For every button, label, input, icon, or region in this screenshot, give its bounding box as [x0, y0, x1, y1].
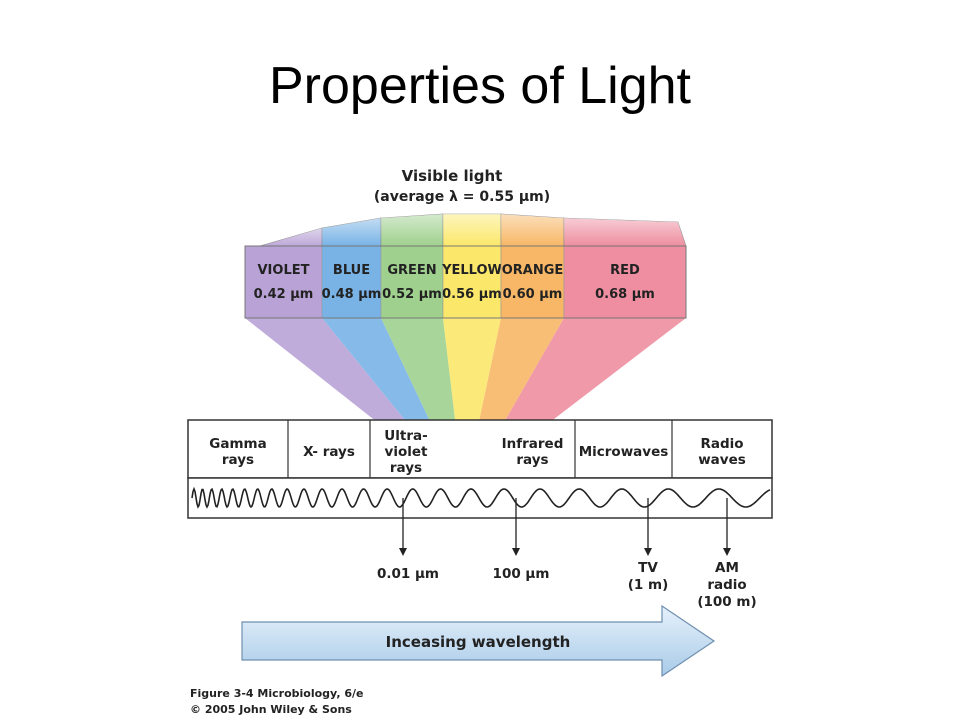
band-name: BLUE [333, 263, 370, 278]
visible-light-subheading: (average λ = 0.55 μm) [374, 189, 550, 205]
band-name: ORANGE [502, 263, 564, 278]
band-wavelength: 0.60 μm [503, 287, 563, 302]
band-wavelength: 0.68 μm [595, 287, 655, 302]
spectrum-cell-label: Infrared [502, 436, 564, 452]
visible-bands-top [244, 213, 687, 249]
band-top-shine [564, 218, 686, 246]
marker-arrowhead-icon [644, 548, 652, 556]
marker-label: AM [715, 560, 739, 576]
band-name: GREEN [387, 263, 436, 278]
spectrum-cell-label: waves [698, 452, 746, 468]
marker-arrowhead-icon [512, 548, 520, 556]
band-wavelength: 0.42 μm [254, 287, 314, 302]
marker-arrowhead-icon [399, 548, 407, 556]
band-top-shine [322, 218, 381, 246]
marker-label: 100 μm [493, 566, 550, 582]
marker-label: (100 m) [697, 594, 756, 610]
spectrum-cell-label: Microwaves [579, 444, 669, 460]
spectrum-cell-label: X- rays [303, 444, 355, 460]
marker-label: (1 m) [628, 577, 669, 593]
band-wavelength: 0.56 μm [442, 287, 502, 302]
band-red [563, 245, 687, 319]
band-name: VIOLET [258, 263, 310, 278]
marker-label: TV [638, 560, 658, 576]
band-yellow [442, 245, 502, 319]
band-blue [321, 245, 382, 319]
spectrum-cell-label: rays [390, 460, 422, 476]
spectrum-cell-label: Gamma [209, 436, 266, 452]
page-title: Properties of Light [268, 57, 692, 115]
figure-caption-line2: © 2005 John Wiley & Sons [190, 703, 352, 716]
spectrum-cell-label: rays [516, 452, 548, 468]
visible-bands-front: VIOLET 0.42 μm BLUE 0.48 μm GREEN 0.52 μm YELL… [244, 245, 687, 319]
band-green [380, 245, 444, 319]
band-outline [244, 245, 687, 319]
spectrum-cell-label: violet [385, 444, 428, 460]
marker-label: 0.01 μm [377, 566, 439, 582]
spectrum-cell-label: Ultra- [384, 428, 427, 444]
spectrum-cell-label: Radio [700, 436, 743, 452]
band-top-shine [245, 228, 322, 248]
spectrum-box [187, 419, 773, 479]
marker-label: radio [707, 577, 746, 593]
band-orange [500, 245, 565, 319]
increasing-wavelength-label: Inceasing wavelength [386, 633, 571, 651]
increasing-wavelength-arrow [241, 604, 716, 678]
band-top-shine [501, 214, 564, 246]
band-name: YELLOW [441, 263, 502, 278]
wavelength-wave [191, 486, 771, 509]
wave-strip [187, 477, 773, 519]
band-violet [244, 245, 323, 319]
band-wavelength: 0.48 μm [322, 287, 382, 302]
band-top-shine [443, 214, 501, 246]
band-name: RED [610, 263, 640, 278]
marker-arrowhead-icon [723, 548, 731, 556]
spectrum-cell-label: rays [222, 452, 254, 468]
band-top-shine [381, 214, 443, 246]
band-wavelength: 0.52 μm [382, 287, 442, 302]
visible-light-heading: Visible light [402, 167, 503, 185]
figure-caption-line1: Figure 3-4 Microbiology, 6/e [190, 687, 364, 700]
